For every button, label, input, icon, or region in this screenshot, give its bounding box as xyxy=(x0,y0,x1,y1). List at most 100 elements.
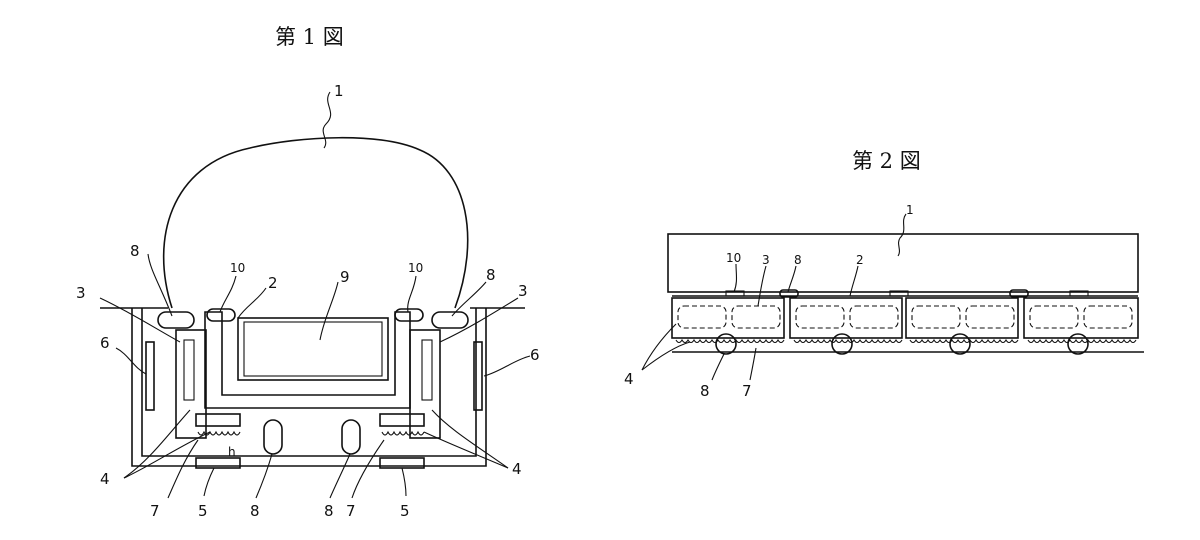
coil-row-4 xyxy=(1027,338,1137,344)
leader-line-10b xyxy=(407,275,417,313)
bogie-frame xyxy=(204,311,411,409)
label-side-frame-left: 3 xyxy=(76,284,86,302)
label-track-coil-right: 5 xyxy=(400,502,410,520)
figure-1-title: 第 1 図 xyxy=(275,25,344,49)
magnet-left xyxy=(183,339,195,401)
leader-line-f2-8top xyxy=(787,265,797,293)
label-magnet-right: 4 xyxy=(512,460,522,478)
label-f2-coil: 7 xyxy=(742,382,752,400)
leader-line-f2-4b xyxy=(641,341,691,371)
leader-line-8c xyxy=(255,453,273,499)
label-body: 1 xyxy=(334,82,344,100)
magnet-1b xyxy=(731,305,781,329)
leader-line-4a2 xyxy=(123,431,211,479)
magnet-group xyxy=(677,305,1133,329)
coil-row-3 xyxy=(909,338,1019,344)
damper-circle-4 xyxy=(1067,333,1089,355)
figure-2-title: 第 2 図 xyxy=(852,149,921,173)
side-frame-right xyxy=(409,329,441,439)
magnet-right xyxy=(421,339,433,401)
magnet-2a xyxy=(795,305,845,329)
label-f2-magnet: 4 xyxy=(624,370,634,388)
leader-line-f2-3 xyxy=(757,265,767,307)
label-coil-left: 7 xyxy=(150,502,160,520)
label-guide-coil-left: 6 xyxy=(100,334,110,352)
leader-line-3b xyxy=(439,297,519,343)
label-side-frame-right: 3 xyxy=(518,282,528,300)
leader-line-9 xyxy=(319,281,339,341)
damper-circle-1 xyxy=(715,333,737,355)
figure-1: 第 1 図 1 xyxy=(76,25,540,520)
center-block xyxy=(237,317,389,381)
bottom-magnet-left xyxy=(195,413,241,427)
guideway-trough xyxy=(131,308,487,467)
leader-line-4b1 xyxy=(431,409,509,469)
magnet-3a xyxy=(911,305,961,329)
leader-line-f2-7 xyxy=(749,347,757,381)
leader-line-3a xyxy=(99,297,181,343)
leader-line-7a xyxy=(167,439,199,499)
label-damper-bottom-right: 8 xyxy=(324,502,334,520)
leader-line-4b2 xyxy=(423,431,509,469)
leader-line-6b xyxy=(483,355,531,377)
bottom-magnet-right xyxy=(379,413,425,427)
frame-unit-3 xyxy=(905,297,1019,339)
support-right xyxy=(394,308,424,322)
label-magnet-left: 4 xyxy=(100,470,110,488)
magnet-3b xyxy=(965,305,1015,329)
damper-top-left xyxy=(157,311,195,329)
label-f2-damper-bottom: 8 xyxy=(700,382,710,400)
leader-line-f2-2 xyxy=(849,265,859,297)
label-f2-bogie: 2 xyxy=(856,253,864,267)
support-2 xyxy=(889,290,909,297)
label-f2-damper-top: 8 xyxy=(794,253,802,267)
label-f2-body: 1 xyxy=(906,203,914,217)
label-damper-top-left: 8 xyxy=(130,242,140,260)
label-support-left: 10 xyxy=(230,261,245,275)
leader-line-8b xyxy=(451,281,487,317)
label-support-right: 10 xyxy=(408,261,423,275)
support-3 xyxy=(1069,290,1089,297)
leader-line-f2-4a xyxy=(641,323,677,371)
label-damper-top-right: 8 xyxy=(486,266,496,284)
leader-line-4a1 xyxy=(123,409,191,479)
label-coil-right: 7 xyxy=(346,502,356,520)
frame-unit-2 xyxy=(789,297,903,339)
magnet-1a xyxy=(677,305,727,329)
side-frame-left xyxy=(175,329,207,439)
magnet-2b xyxy=(849,305,899,329)
label-center-block: 9 xyxy=(340,268,350,286)
damper-circle-2 xyxy=(831,333,853,355)
figure-2: 第 2 図 1 xyxy=(624,149,1144,400)
coil-row-1 xyxy=(675,338,785,344)
guide-coil-left xyxy=(145,341,155,411)
magnet-4b xyxy=(1083,305,1133,329)
label-f2-support: 10 xyxy=(726,251,741,265)
guide-coil-right xyxy=(473,341,483,411)
vehicle-body xyxy=(162,136,469,309)
label-track-coil-left: 5 xyxy=(198,502,208,520)
coil-right xyxy=(381,430,425,436)
guideway-inner xyxy=(141,308,477,457)
coil-row-2 xyxy=(793,338,903,344)
leader-line-f2-8bottom xyxy=(711,353,725,381)
label-bogie-frame: 2 xyxy=(268,274,278,292)
magnet-4a xyxy=(1029,305,1079,329)
leader-line-1 xyxy=(322,91,332,149)
leader-line-5b xyxy=(401,467,407,497)
damper-circle-3 xyxy=(949,333,971,355)
leader-line-f2-1 xyxy=(897,213,907,257)
frame-unit-4 xyxy=(1023,297,1139,339)
frame-unit-1 xyxy=(671,297,785,339)
leader-line-5a xyxy=(203,467,215,497)
leader-line-2 xyxy=(237,287,267,319)
leader-line-8d xyxy=(329,453,351,499)
leader-line-10a xyxy=(219,275,237,313)
label-damper-bottom-left: 8 xyxy=(250,502,260,520)
leader-line-f2-10 xyxy=(733,263,738,293)
label-guide-coil-right: 6 xyxy=(530,346,540,364)
coil-left xyxy=(197,430,241,436)
support-1 xyxy=(725,290,745,297)
track-coil-left xyxy=(195,457,241,469)
